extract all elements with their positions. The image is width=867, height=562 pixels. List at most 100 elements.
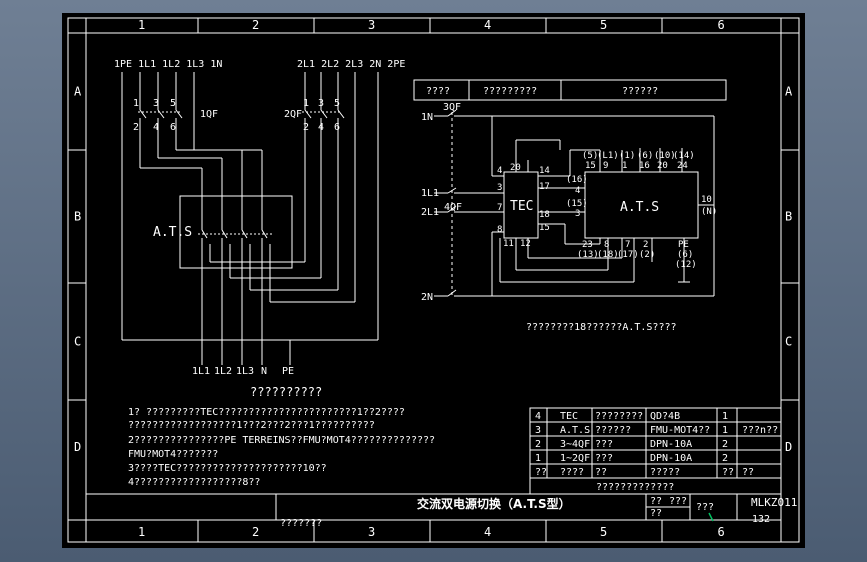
svg-text:2???????????????PE TERREINS??F: 2???????????????PE TERREINS??FMU?MOT4???…: [128, 435, 435, 446]
col-label-4-bottom: 4: [484, 525, 491, 539]
breaker-2qf-label: 2QF: [284, 109, 302, 120]
title-block: [86, 493, 781, 520]
svg-text:PE: PE: [678, 240, 689, 250]
breaker-1qf-label: 1QF: [200, 109, 218, 120]
parts-table-cell: A.T.S: [560, 425, 590, 436]
svg-text:??????????????????1???2???2???: ??????????????????1???2???2???1?????????…: [128, 420, 375, 431]
parts-table-cell: 1: [535, 453, 541, 464]
svg-text:15: 15: [585, 161, 596, 171]
outer-frame: [67, 17, 800, 543]
ats-switch-label: A.T.S: [153, 225, 192, 240]
svg-text:4: 4: [153, 122, 159, 133]
parts-table-cell: ??: [535, 467, 547, 478]
tec-box-label: TEC: [510, 199, 533, 214]
parts-table-cell: ???: [595, 439, 613, 450]
row-label-D-left: D: [74, 440, 81, 454]
drawing-sheet: [62, 13, 805, 548]
parts-table-cell: ?????: [650, 467, 680, 478]
svg-text:(10): (10): [654, 151, 676, 161]
title-cell-a2: ??: [650, 508, 662, 519]
ats-bottom-pin-labels: 23 (13) 8 (18) 7 (17) 2 (2): [577, 240, 655, 260]
label-1l1: 1L1: [421, 188, 439, 199]
row-label-D-right: D: [785, 440, 792, 454]
label-3qf: 3QF: [443, 102, 461, 113]
parts-table-cell: 3: [535, 425, 541, 436]
parts-table-cell: ??: [742, 467, 754, 478]
parts-table-cell: ????????: [595, 411, 643, 422]
title-cell-b: ???: [669, 496, 687, 507]
right-header-box: [413, 79, 727, 101]
title-left-note: ???????: [280, 518, 322, 529]
svg-text:(N): (N): [701, 207, 717, 217]
svg-text:1: 1: [303, 98, 309, 109]
parts-table-footer: ?????????????: [596, 482, 674, 493]
left-top-labels-1: 1PE 1L1 1L2 1L3 1N: [114, 59, 222, 70]
row-label-B-right: B: [785, 210, 792, 224]
col-label-5-top: 5: [600, 18, 607, 32]
svg-text:5: 5: [170, 98, 176, 109]
svg-text:(6): (6): [677, 250, 693, 260]
svg-text:(L1): (L1): [597, 151, 619, 161]
svg-text:4: 4: [575, 186, 580, 196]
svg-text:1: 1: [133, 98, 139, 109]
svg-text:10: 10: [701, 195, 712, 205]
svg-text:4: 4: [497, 166, 502, 176]
pe-pin-labels: PE (6) (12): [675, 240, 697, 270]
svg-text:(12): (12): [675, 260, 697, 270]
svg-text:(2): (2): [639, 250, 655, 260]
col-label-3-top: 3: [368, 18, 375, 32]
svg-text:16: 16: [639, 161, 650, 171]
parts-table-cell: 1: [722, 411, 728, 422]
parts-table-cell: ??????: [595, 425, 631, 436]
svg-text:(15): (15): [566, 199, 588, 209]
label-2n: 2N: [421, 292, 433, 303]
svg-text:3: 3: [497, 183, 502, 193]
svg-text:N: N: [261, 366, 267, 377]
svg-text:9: 9: [603, 161, 608, 171]
title-cell-a1: ??: [650, 496, 662, 507]
parts-table-cell: 4: [535, 411, 541, 422]
title-cell-c: ???: [696, 502, 714, 513]
ats-box-label: A.T.S: [620, 200, 659, 215]
svg-text:4??????????????????8??: 4??????????????????8??: [128, 477, 260, 488]
svg-text:5: 5: [334, 98, 340, 109]
col-label-4-top: 4: [484, 18, 491, 32]
svg-text:2: 2: [643, 240, 648, 250]
svg-text:7: 7: [625, 240, 630, 250]
svg-text:(13): (13): [577, 250, 599, 260]
parts-table-cell: 1: [722, 425, 728, 436]
svg-text:18: 18: [539, 210, 550, 220]
svg-text:15: 15: [539, 223, 550, 233]
svg-text:7: 7: [497, 203, 502, 213]
parts-table-cell: FMU-MOT4??: [650, 425, 710, 436]
svg-text:20: 20: [657, 161, 668, 171]
svg-text:24: 24: [677, 161, 688, 171]
row-label-C-left: C: [74, 335, 81, 349]
right-header-cell-2: ?????????: [483, 86, 537, 97]
parts-table-cell: 2: [722, 439, 728, 450]
col-label-3-bottom: 3: [368, 525, 375, 539]
parts-table-cell: 1~2QF: [560, 453, 590, 464]
drawing-number: 132: [752, 514, 770, 525]
parts-table-cell: QD?4B: [650, 411, 680, 422]
svg-text:14: 14: [539, 166, 550, 176]
parts-table-cell: DPN-10A: [650, 439, 692, 450]
svg-text:(18): (18): [597, 250, 619, 260]
parts-table: [529, 407, 782, 495]
col-label-5-bottom: 5: [600, 525, 607, 539]
svg-text:20: 20: [510, 163, 521, 173]
left-bottom-labels: 1L1 1L2 1L3 N PE: [192, 366, 294, 377]
svg-text:FMU?MOT4???????: FMU?MOT4???????: [128, 449, 218, 460]
svg-text:6: 6: [170, 122, 176, 133]
svg-text:(5): (5): [582, 151, 598, 161]
row-label-A-left: A: [74, 85, 82, 99]
label-4qf: 4QF: [444, 202, 462, 213]
svg-text:2: 2: [133, 122, 139, 133]
svg-text:2: 2: [303, 122, 309, 133]
svg-text:PE: PE: [282, 366, 294, 377]
right-wiring: [434, 109, 715, 298]
svg-text:(16): (16): [566, 175, 588, 185]
col-label-6-top: 6: [718, 18, 725, 32]
svg-text:6: 6: [334, 122, 340, 133]
